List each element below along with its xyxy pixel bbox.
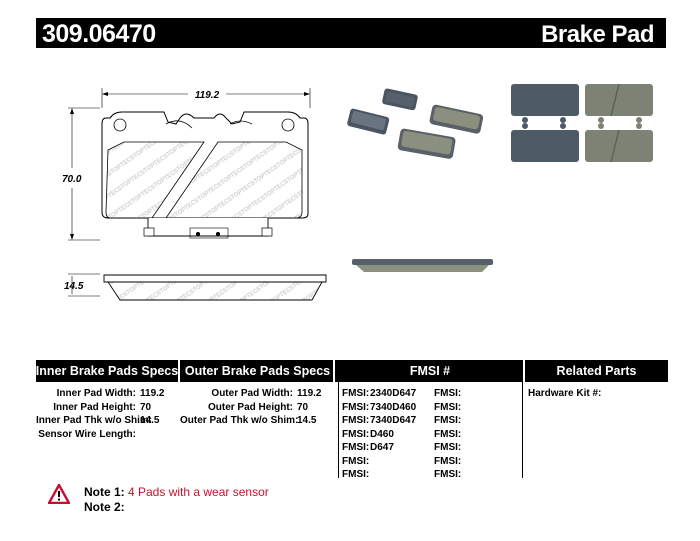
title-bar: 309.06470 Brake Pad [36,18,666,48]
technical-drawing: STOPTECH 119.2 70.0 14.5 [62,88,327,301]
fmsi-list-1: FMSI: 2340D647 FMSI: 7340D460 FMSI: 7340… [342,387,432,483]
brake-pad-photo-side [352,259,493,272]
inner-specs-header: Inner Brake Pads Specs [36,360,178,382]
inner-height-label: Inner Pad Height: [53,401,136,413]
fmsi-label: FMSI: [342,428,370,440]
sensor-wire-label: Sensor Wire Length: [38,428,136,440]
fmsi-label: FMSI: [434,388,462,399]
fmsi-label: FMSI: [342,415,370,426]
outer-thickness-label: Outer Pad Thk w/o Shim: [180,415,299,426]
fmsi-label: FMSI: [434,428,462,440]
warning-triangle-icon [48,484,70,504]
fmsi-label: FMSI: [434,442,462,453]
fmsi-label: FMSI: [342,442,370,453]
inner-height-value: 70 [140,401,152,413]
width-dimension: 119.2 [195,90,220,101]
hardware-kit-label: Hardware Kit #: [528,388,602,399]
fmsi-value: D647 [370,442,394,453]
part-number: 309.06470 [42,20,156,48]
inner-specs: Inner Pad Width: 119.2 Inner Pad Height:… [36,387,186,447]
height-dimension: 70.0 [62,174,82,185]
fmsi-label: FMSI: [342,455,370,467]
fmsi-value: 7340D647 [370,415,417,426]
outer-width-value: 119.2 [297,388,322,399]
fmsi-value: 7340D460 [370,401,417,413]
note-2-label: Note 2: [84,500,125,514]
fmsi-value: 2340D647 [370,388,417,399]
fmsi-label: FMSI: [342,469,370,480]
fmsi-label: FMSI: [434,469,462,480]
fmsi-label: FMSI: [434,401,462,413]
spec-table-header: Inner Brake Pads Specs Outer Brake Pads … [36,360,668,382]
related-parts-header: Related Parts [523,360,668,382]
outer-specs: Outer Pad Width: 119.2 Outer Pad Height:… [180,387,335,437]
product-type-title: Brake Pad [541,21,654,48]
inner-width-value: 119.2 [140,388,165,399]
thickness-dimension: 14.5 [64,281,84,292]
brake-pad-photo-angled [347,88,484,159]
brake-pad-photo-flat [511,83,653,163]
inner-thickness-value: 14.5 [140,415,160,426]
inner-width-label: Inner Pad Width: [56,388,136,399]
fmsi-label: FMSI: [434,455,462,467]
outer-height-label: Outer Pad Height: [207,401,293,413]
column-divider [338,382,339,478]
fmsi-label: FMSI: [434,415,462,426]
fmsi-label: FMSI: [342,388,370,399]
outer-specs-header: Outer Brake Pads Specs [178,360,335,382]
inner-thickness-label: Inner Pad Thk w/o Shim: [36,415,153,426]
outer-thickness-value: 14.5 [297,415,317,426]
fmsi-list-2: FMSI: FMSI: FMSI: FMSI: FMSI: FMSI: FMSI… [434,387,519,483]
fmsi-label: FMSI: [342,401,370,413]
outer-height-value: 70 [297,401,309,413]
note-1-label: Note 1: [84,485,125,499]
fmsi-header: FMSI # [333,360,525,382]
fmsi-value: D460 [370,428,394,440]
note-1-text: 4 Pads with a wear sensor [128,485,269,499]
outer-width-label: Outer Pad Width: [211,388,293,399]
column-divider [522,382,523,478]
related-parts: Hardware Kit #: [528,387,663,407]
